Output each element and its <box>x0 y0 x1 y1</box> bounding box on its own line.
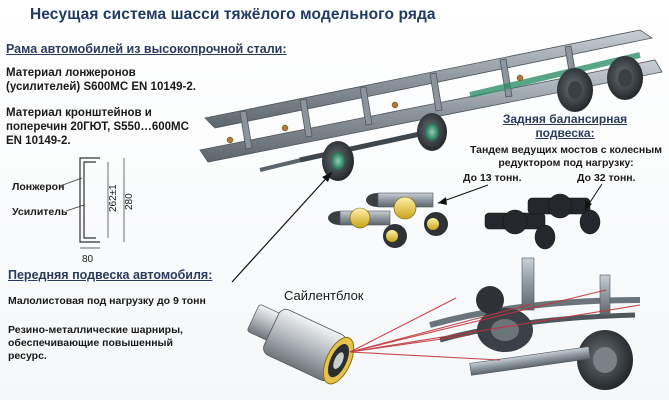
bracket-material-line2: поперечин 20ГЮТ, S550…600MC <box>6 121 189 133</box>
front-suspension-arrow <box>231 171 333 283</box>
front-desc2-line2: обеспечивающие повышенный <box>8 337 173 349</box>
rear-desc-line1: Тандем ведущих мостов с колесным <box>470 144 662 156</box>
dim-width: 80 <box>82 254 94 265</box>
front-desc2: Резино-металлические шарниры, обеспечива… <box>8 324 183 363</box>
spar-material-text: Материал лонжеронов (усилителей) S600MC … <box>6 66 196 94</box>
dim-inner-height: 262±1 <box>108 184 119 212</box>
chassis-frame <box>199 29 663 181</box>
label-reinforcement: Усилитель <box>12 206 68 218</box>
frame-heading: Рама автомобилей из высокопрочной стали: <box>6 42 287 56</box>
dim-outer-height: 280 <box>124 193 135 210</box>
bushing-label: Сайлентблок <box>284 288 364 303</box>
silentblock-bushing <box>247 304 355 385</box>
rear-heading-line2: подвеска: <box>535 126 595 140</box>
rear-load-a: До 13 тонн. <box>463 172 522 184</box>
bracket-material-line1: Материал кронштейнов и <box>6 107 152 119</box>
rear-heading-line1: Задняя балансирная <box>502 112 628 126</box>
spar-material-line2: (усилителей) S600MC EN 10149-2. <box>6 81 196 93</box>
spar-profile-drawing <box>59 157 125 249</box>
axle-32t <box>484 183 603 250</box>
bushing-callout-lines <box>349 289 641 361</box>
rear-heading: Задняя балансирная подвеска: <box>500 112 630 140</box>
bracket-material-text: Материал кронштейнов и поперечин 20ГЮТ, … <box>6 106 189 148</box>
rear-load-b: До 32 тонн. <box>577 172 636 184</box>
axle-13t <box>328 184 489 248</box>
front-desc1: Малолистовая под нагрузку до 9 тонн <box>8 295 206 307</box>
page-title: Несущая система шасси тяжёлого модельног… <box>30 6 436 23</box>
rear-description: Тандем ведущих мостов с колесным редукто… <box>470 144 662 170</box>
front-desc2-line1: Резино-металлические шарниры, <box>8 324 183 336</box>
front-heading: Передняя подвеска автомобиля: <box>8 268 213 282</box>
spar-material-line1: Материал лонжеронов <box>6 67 136 79</box>
front-desc2-line3: ресурс. <box>8 350 47 362</box>
front-leaf-suspension <box>429 257 641 390</box>
rear-desc-line2: редуктором под нагрузку: <box>498 157 634 169</box>
bracket-material-line3: EN 10149-2. <box>6 135 71 147</box>
label-spar: Лонжерон <box>12 181 65 193</box>
